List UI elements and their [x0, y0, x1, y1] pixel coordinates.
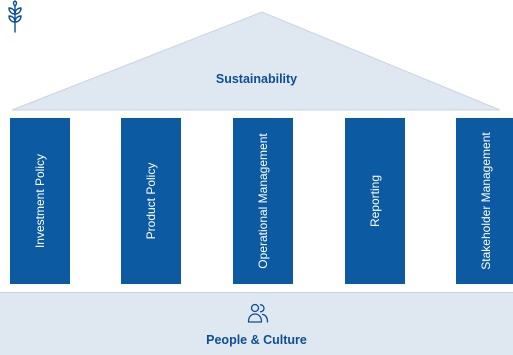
pillar-label: Investment Policy	[33, 153, 47, 249]
roof-title: Sustainability	[215, 72, 298, 86]
base-title: People & Culture	[206, 333, 307, 347]
pillar-label: Product Policy	[144, 162, 158, 240]
pillar-investment-policy: Investment Policy	[10, 118, 70, 284]
roof: Sustainability	[0, 0, 513, 112]
pillar-label: Reporting	[368, 174, 382, 228]
pillar-reporting: Reporting	[345, 118, 405, 284]
pillar-label: Operational Management	[256, 133, 270, 269]
pillar-operational-management: Operational Management	[233, 118, 293, 284]
plant-icon	[8, 0, 22, 33]
base: People & Culture	[0, 292, 513, 355]
pillar-label: Stakeholder Management	[479, 132, 493, 270]
pillar-stakeholder-management: Stakeholder Management	[456, 118, 513, 284]
roof-shape	[11, 11, 501, 111]
pillar-product-policy: Product Policy	[121, 118, 181, 284]
people-icon	[247, 303, 269, 323]
